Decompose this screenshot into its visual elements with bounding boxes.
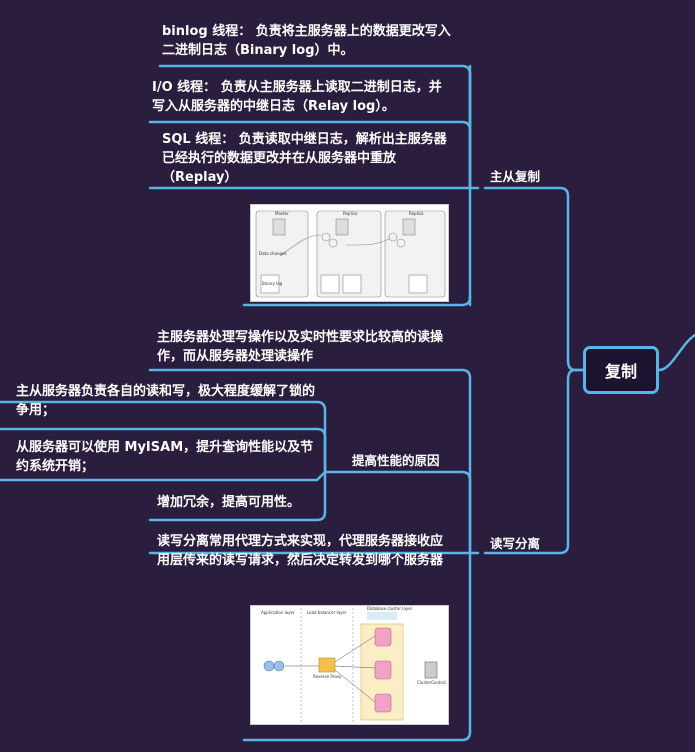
reason-myisam-node[interactable]: 从服务器可以使用 MyISAM，提升查询性能以及节约系统开销； <box>16 440 314 474</box>
proxy-node[interactable]: 读写分离常用代理方式来实现，代理服务器接收应用层传来的读写请求，然后决定转发到哪… <box>157 534 444 568</box>
proxy-architecture-image[interactable]: Application layer Load balancer layer Da… <box>250 605 449 725</box>
reason-lock-node[interactable]: 主从服务器负责各自的读和写，极大程度缓解了锁的争用； <box>16 384 316 418</box>
diagram-label-binary-log: Binary log <box>262 281 283 286</box>
proxy-label-reverse-proxy: Reverse Proxy <box>313 674 342 679</box>
replication-diagram: Master Replica Replica Data changes Bina… <box>255 210 446 298</box>
io-thread-node[interactable]: I/O 线程： 负责从主服务器上读取二进制日志，并写入从服务器的中继日志（Rel… <box>152 80 442 114</box>
proxy-label-app-layer: Application layer <box>261 610 295 615</box>
proxy-label-db-layer: Database cluster layer <box>367 606 413 611</box>
rw-split-intro-node[interactable]: 主服务器处理写操作以及实时性要求比较高的读操作，而从服务器处理读操作 <box>157 330 444 364</box>
proxy-diagram: Application layer Load balancer layer Da… <box>251 606 448 724</box>
diagram-label-data-changes: Data changes <box>259 251 287 256</box>
diagram-label-replica-1: Replica <box>343 211 358 216</box>
central-topic[interactable]: 复制 <box>583 346 659 394</box>
replication-diagram-image[interactable]: Master Replica Replica Data changes Bina… <box>250 204 449 302</box>
diagram-label-replica-2: Replica <box>409 211 424 216</box>
proxy-label-clustercontrol: ClusterControl <box>417 680 446 685</box>
branch-master-slave-label[interactable]: 主从复制 <box>490 169 541 184</box>
diagram-label-master: Master <box>275 211 289 216</box>
binlog-thread-node[interactable]: binlog 线程： 负责将主服务器上的数据更改写入二进制日志（Binary l… <box>162 24 451 58</box>
branch-rw-split-label[interactable]: 读写分离 <box>490 536 541 551</box>
branch-reasons-label[interactable]: 提高性能的原因 <box>352 453 440 468</box>
sql-thread-node[interactable]: SQL 线程： 负责读取中继日志，解析出主服务器已经执行的数据更改并在从服务器中… <box>162 132 447 185</box>
reason-redundancy-node[interactable]: 增加冗余，提高可用性。 <box>157 495 301 510</box>
proxy-label-lb-layer: Load balancer layer <box>307 610 347 615</box>
